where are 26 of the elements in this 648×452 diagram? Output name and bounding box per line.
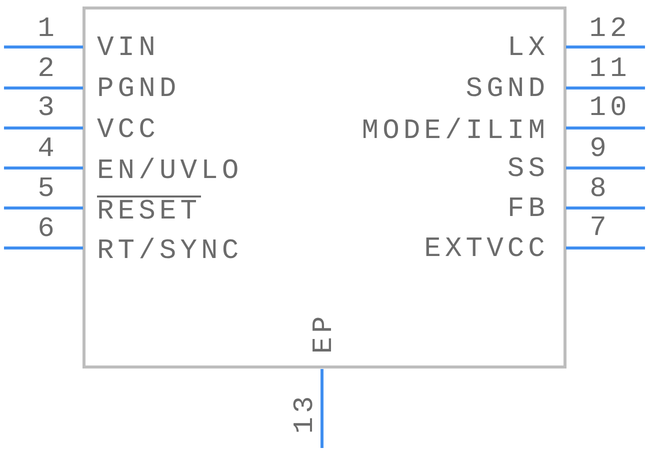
pin-number: 1: [38, 16, 58, 44]
pin-number: 3: [38, 95, 58, 123]
pin-name: EP: [311, 312, 339, 354]
pin-name: PGND: [97, 76, 180, 104]
pin-number: 2: [38, 56, 58, 84]
pin-name: EXTVCC: [424, 236, 549, 264]
pin-name: LX: [507, 35, 549, 63]
pin-number: 10: [589, 95, 631, 123]
pin-number: 4: [38, 136, 58, 164]
pin-name: SS: [507, 156, 549, 184]
pin-name: VIN: [97, 35, 160, 63]
pin-number: 7: [590, 215, 610, 243]
pin-name: SGND: [466, 76, 549, 104]
pin-name: RT/SYNC: [97, 238, 243, 266]
pin-number: 5: [38, 176, 58, 204]
pin-number: 8: [590, 176, 610, 204]
pin-name: RESET: [97, 196, 202, 226]
pin-number: 9: [590, 136, 610, 164]
pin-number: 11: [589, 56, 631, 84]
pin-number: 12: [589, 16, 631, 44]
pin-number: 13: [292, 392, 320, 434]
pin-name: VCC: [97, 117, 160, 145]
pin-name: FB: [507, 196, 549, 224]
pin-number: 6: [38, 216, 58, 244]
pin-name: EN/UVLO: [97, 158, 243, 186]
pin-name: MODE/ILIM: [362, 118, 549, 146]
